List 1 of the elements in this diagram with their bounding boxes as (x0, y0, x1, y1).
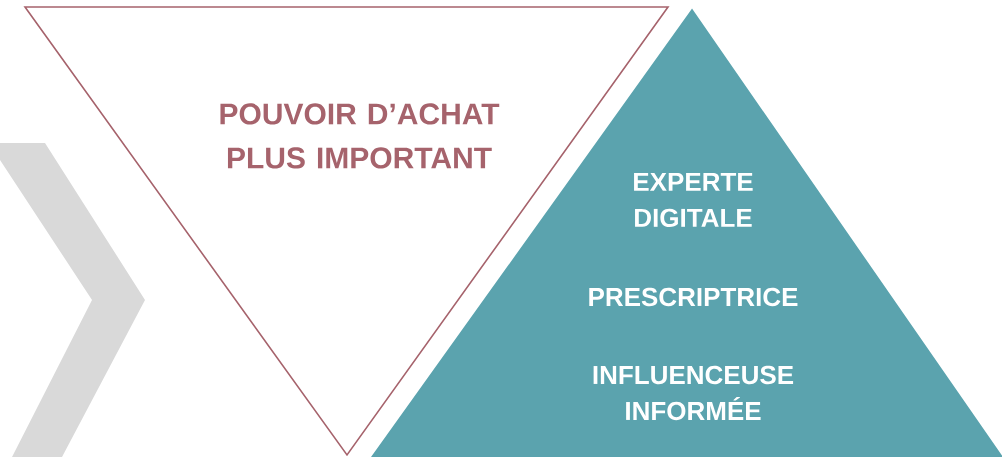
chevron-shape (0, 143, 145, 457)
